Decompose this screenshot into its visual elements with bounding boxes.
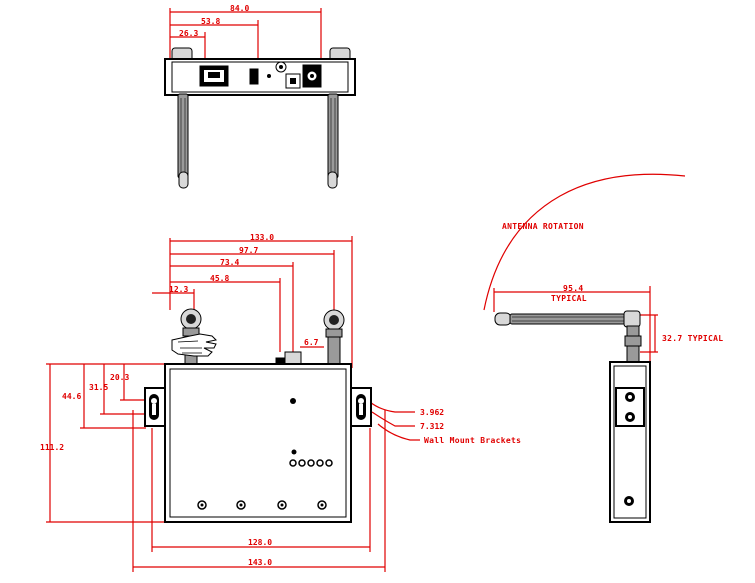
- switch: [249, 68, 259, 85]
- top-antenna-left: [177, 93, 189, 189]
- front-view: 133.0 97.7 73.4 45.8 12.3 6.7 111.2 44.6…: [40, 233, 521, 572]
- top-view: 84.0 53.8 26.3: [164, 4, 356, 189]
- top-dim-switch: 53.8: [201, 17, 220, 26]
- top-dim-port: 26.3: [179, 29, 198, 38]
- front-dim-6-7: 6.7: [304, 338, 319, 347]
- front-dim-20: 20.3: [110, 373, 129, 382]
- top-enclosure: [164, 58, 356, 96]
- front-dim-31: 31.5: [89, 383, 108, 392]
- front-dim-height: 111.2: [40, 443, 64, 452]
- rotation-label: ANTENNA ROTATION: [502, 222, 584, 231]
- top-connector: [284, 351, 302, 365]
- side-antenna: [494, 310, 642, 363]
- front-dim-overall: 133.0: [250, 233, 274, 242]
- bottom-screws: [197, 500, 327, 510]
- front-dim-7-312: 7.312: [420, 422, 444, 431]
- front-dim-73: 73.4: [220, 258, 239, 267]
- bracket-right: [350, 387, 372, 427]
- side-view: ANTENNA ROTATION 95.4 TYPICAL 32.7 TYPIC…: [483, 173, 723, 523]
- front-dim-44: 44.6: [62, 392, 81, 401]
- front-antenna-right: [323, 309, 345, 368]
- led-indicators: [289, 449, 333, 467]
- reset-hole: [267, 74, 271, 78]
- round-connector: [275, 61, 287, 73]
- front-dim-143: 143.0: [248, 558, 272, 567]
- front-dim-12: 12.3: [169, 285, 188, 294]
- status-dot: [290, 398, 296, 404]
- front-enclosure: [164, 363, 352, 523]
- front-dim-45: 45.8: [210, 274, 229, 283]
- front-dim-128: 128.0: [248, 538, 272, 547]
- front-dim-3-962: 3.962: [420, 408, 444, 417]
- front-dim-97: 97.7: [239, 246, 258, 255]
- rotation-arc: [483, 173, 686, 311]
- top-antenna-right: [327, 93, 339, 189]
- top-dim-overall: 84.0: [230, 4, 249, 13]
- square-connector: [285, 73, 301, 89]
- hand-sketch: [171, 333, 218, 357]
- length-dim: 95.4: [563, 284, 583, 293]
- bracket-label: Wall Mount Brackets: [424, 436, 521, 445]
- length-dim-sub: TYPICAL: [551, 294, 587, 303]
- height-dim: 32.7 TYPICAL: [662, 334, 723, 343]
- bracket-left: [144, 387, 166, 427]
